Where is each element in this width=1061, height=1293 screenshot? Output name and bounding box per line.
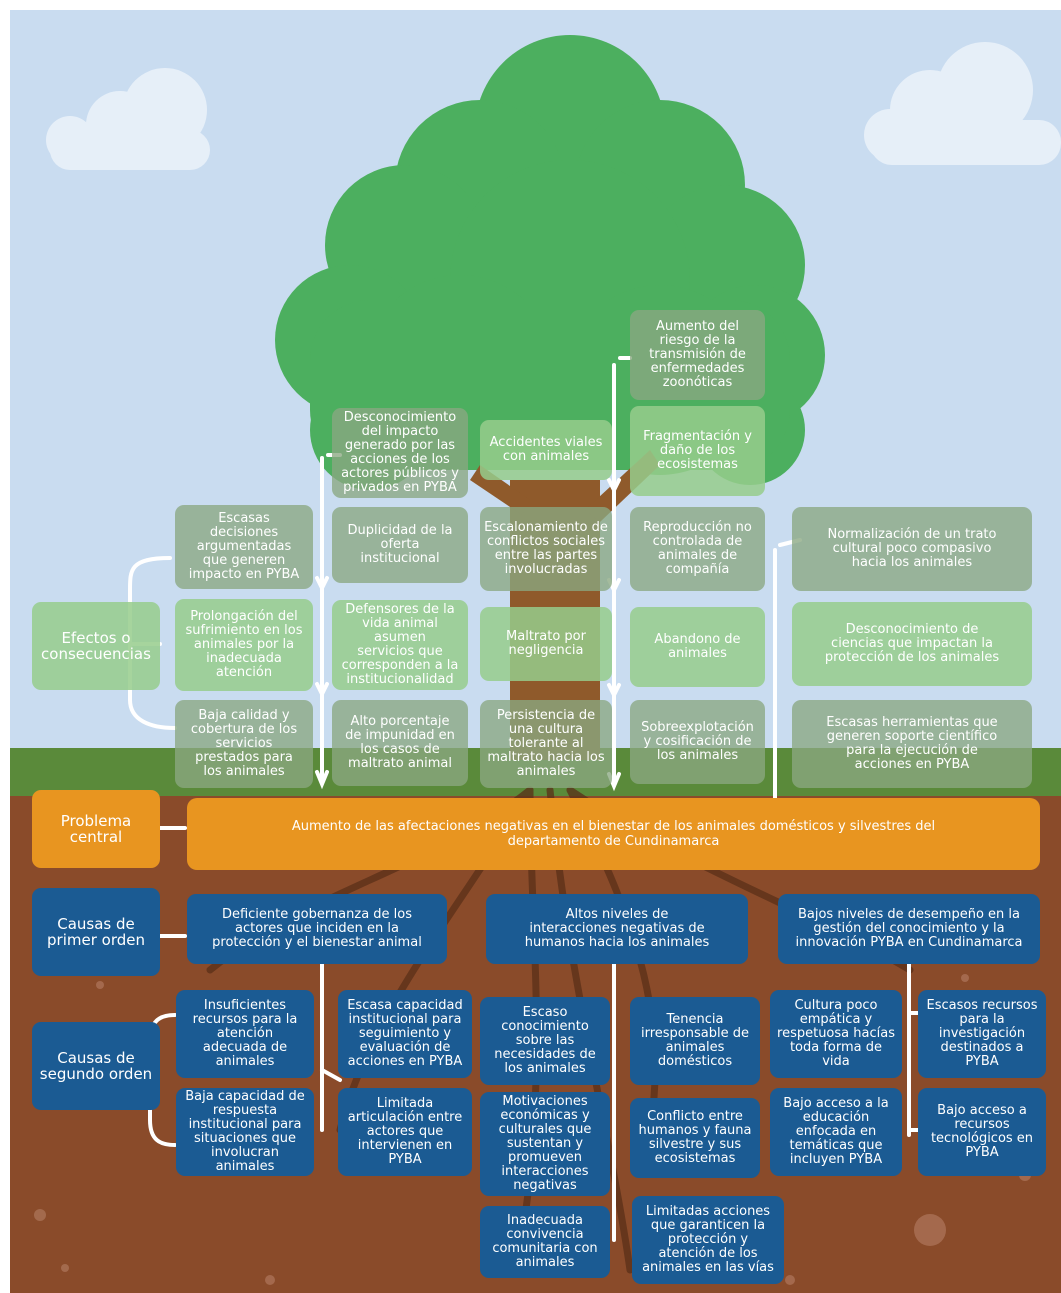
second-order-cause-box: Escasa capacidad institucional para segu… (338, 990, 472, 1078)
effect-box: Maltrato por negligencia (480, 607, 612, 681)
problem-label: Problema central (32, 790, 160, 868)
effect-box: Abandono de animales (630, 607, 765, 687)
effect-box: Escalonamiento de conflictos sociales en… (480, 507, 612, 591)
effect-box: Escasas herramientas que generen soporte… (792, 700, 1032, 788)
effect-box: Normalización de un trato cultural poco … (792, 507, 1032, 591)
effects-label: Efectos o consecuencias (32, 602, 160, 690)
second-order-cause-box: Tenencia irresponsable de animales domés… (630, 997, 760, 1085)
first-order-cause-box: Altos niveles de interacciones negativas… (486, 894, 748, 964)
first-order-cause-box: Deficiente gobernanza de los actores que… (187, 894, 447, 964)
effect-box: Reproducción no controlada de animales d… (630, 507, 765, 591)
second-order-cause-box: Escaso conocimiento sobre las necesidade… (480, 997, 610, 1085)
cloud-left-icon (46, 68, 210, 170)
effect-box: Sobreexplotación y cosificación de los a… (630, 700, 765, 784)
first-order-label: Causas de primer orden (32, 888, 160, 976)
effect-box: Aumento del riesgo de la transmisión de … (630, 310, 765, 400)
effect-box: Baja calidad y cobertura de los servicio… (175, 700, 313, 788)
second-order-cause-box: Inadecuada convivencia comunitaria con a… (480, 1206, 610, 1278)
problem-tree-diagram: Efectos o consecuencias Problema central… (10, 10, 1061, 1293)
effect-box: Fragmentación y daño de los ecosistemas (630, 406, 765, 496)
second-order-cause-box: Limitadas acciones que garanticen la pro… (632, 1196, 784, 1284)
second-order-cause-box: Cultura poco empática y respetuosa hacía… (770, 990, 902, 1078)
effect-box: Duplicidad de la oferta institucional (332, 507, 468, 583)
effect-box: Alto porcentaje de impunidad en los caso… (332, 700, 468, 786)
effect-box: Desconocimiento de ciencias que impactan… (792, 602, 1032, 686)
second-order-cause-box: Escasos recursos para la investigación d… (918, 990, 1046, 1078)
effect-box: Persistencia de una cultura tolerante al… (480, 700, 612, 788)
second-order-cause-box: Bajo acceso a la educación enfocada en t… (770, 1088, 902, 1176)
second-order-label: Causas de segundo orden (32, 1022, 160, 1110)
effect-box: Accidentes viales con animales (480, 420, 612, 480)
effect-box: Desconocimiento del impacto generado por… (332, 408, 468, 498)
second-order-cause-box: Motivaciones económicas y culturales que… (480, 1092, 610, 1196)
second-order-cause-box: Conflicto entre humanos y fauna silvestr… (630, 1098, 760, 1178)
effect-box: Prolongación del sufrimiento en los anim… (175, 599, 313, 691)
central-problem-box: Aumento de las afectaciones negativas en… (187, 798, 1040, 870)
second-order-cause-box: Baja capacidad de respuesta instituciona… (176, 1088, 314, 1176)
second-order-cause-box: Bajo acceso a recursos tecnológicos en P… (918, 1088, 1046, 1176)
cloud-right-icon (864, 42, 1061, 165)
second-order-cause-box: Insuficientes recursos para la atención … (176, 990, 314, 1078)
effect-box: Defensores de la vida animal asumen serv… (332, 600, 468, 690)
first-order-cause-box: Bajos niveles de desempeño en la gestión… (778, 894, 1040, 964)
effect-box: Escasas decisiones argumentadas que gene… (175, 505, 313, 589)
second-order-cause-box: Limitada articulación entre actores que … (338, 1088, 472, 1176)
